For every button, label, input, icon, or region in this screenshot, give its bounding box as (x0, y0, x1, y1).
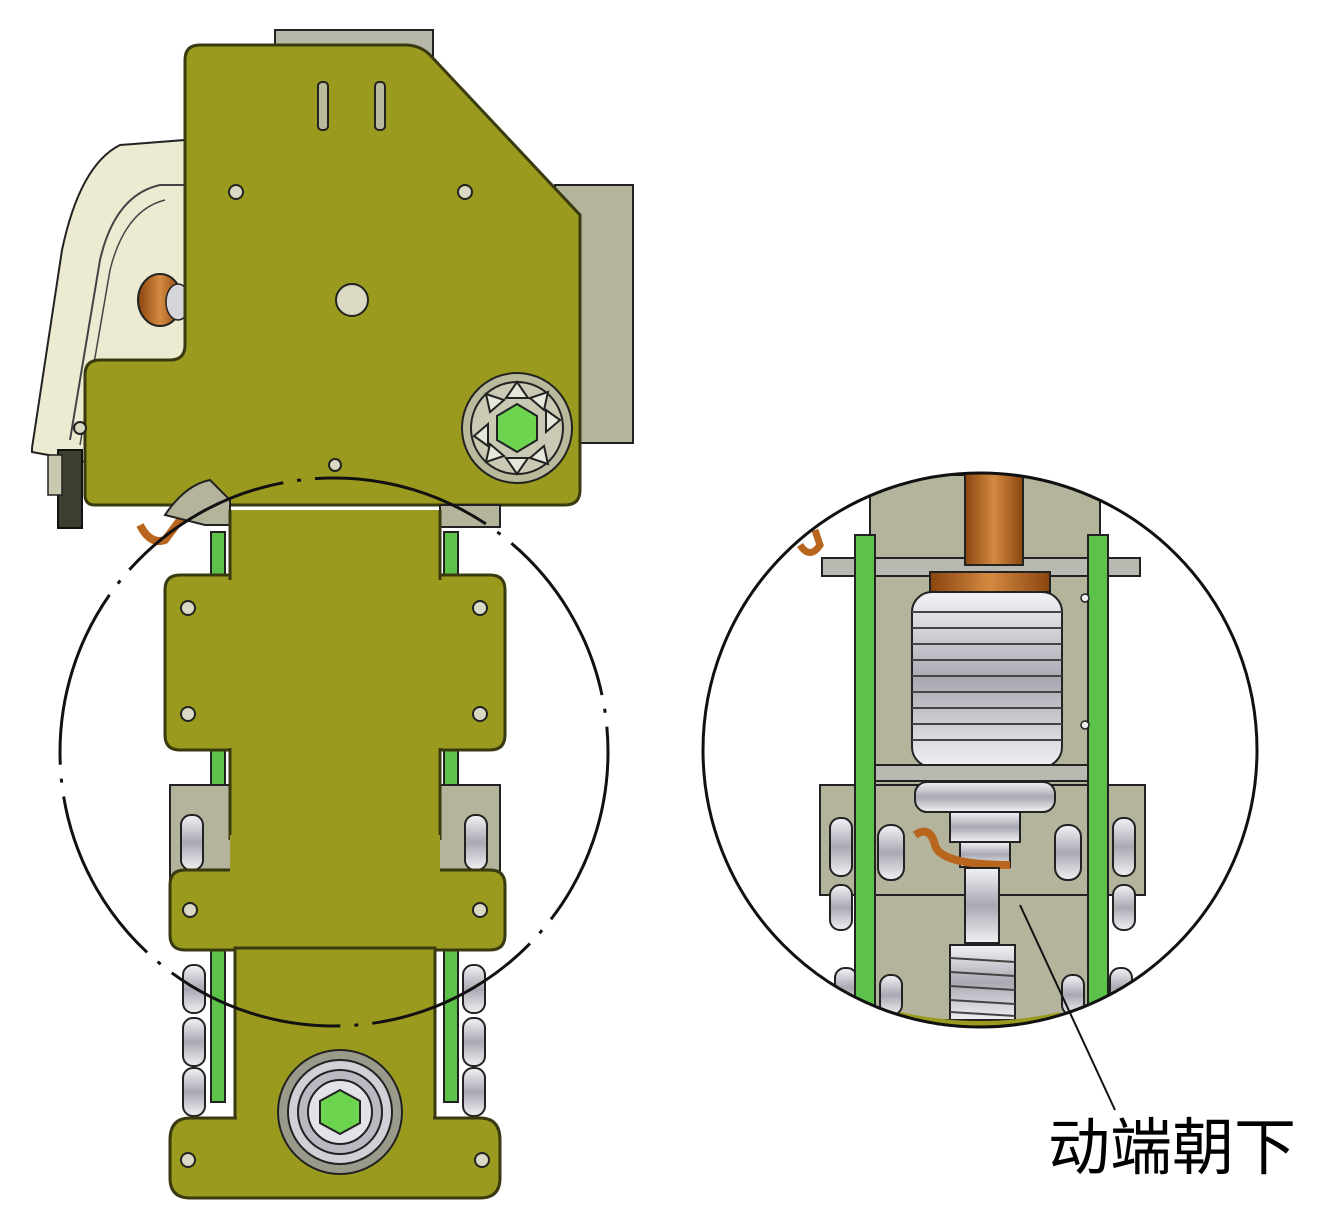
detail-indicator-circle (58, 476, 610, 1028)
callout-label: 动端朝下 (1048, 1111, 1297, 1184)
leader-line (1019, 904, 1116, 1111)
middle-plate-upper (163, 573, 507, 752)
vacuum-interrupter-bellows (869, 591, 1096, 868)
detail-circle (701, 471, 1259, 1029)
ratchet-hex-nut (461, 372, 573, 484)
compression-spring (949, 944, 1016, 1021)
copper-conductor (964, 473, 1024, 566)
left-mechanism-assembly (31, 29, 634, 1200)
slot-2 (374, 81, 386, 131)
upper-main-plate (83, 43, 582, 507)
detail-view (701, 471, 1259, 1111)
slot-1 (317, 81, 329, 131)
middle-plate-lower (168, 868, 507, 952)
bottom-hex-nut (277, 1049, 403, 1175)
